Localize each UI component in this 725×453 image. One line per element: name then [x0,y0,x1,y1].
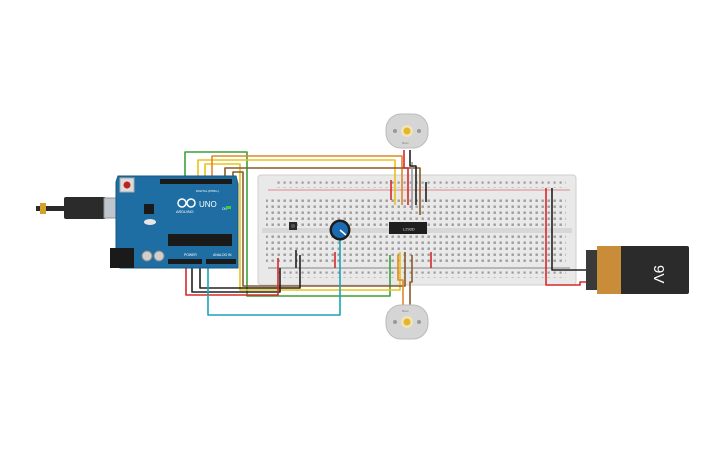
arduino-brand: ARDUINO [176,210,194,214]
wire-red-1 [185,258,279,296]
digital-header [160,179,232,184]
wire-orange-1 [211,155,403,205]
usb-cable [36,206,66,211]
wire-motor-top-red [403,150,409,205]
push-button[interactable] [289,222,297,230]
wire-brown-2 [232,171,406,287]
wire-black-2 [199,255,301,289]
analog-header [206,259,236,264]
wires [184,150,588,316]
analog-header-label: ANALOG IN [213,253,232,257]
power-header-label: POWER [184,253,197,257]
arduino-uno: ARDUINO UNO DIGITAL (PWM~) ON POWER ANAL… [36,175,239,269]
wire-green-1 [184,151,391,297]
wire-brown-1 [224,167,421,215]
wire-yellow-1 [197,159,396,205]
wire-battery-red [545,188,588,286]
digital-header-label: DIGITAL (PWM~) [196,189,219,193]
wire-yellow-2 [204,163,401,291]
wire-cyan-1 [207,240,341,316]
arduino-logo-icon [177,198,196,208]
wire-motor-bottom-orange [397,255,404,306]
motor-bottom-label: Motor [402,309,409,313]
battery-9v: 9V [586,246,689,294]
l293d-chip: L293D [389,222,427,234]
wire-motor-bottom-brown [409,255,413,306]
arduino-model: UNO [199,200,217,209]
atmega-chip [168,234,232,246]
l293d-label: L293D [403,227,415,232]
motor-top-label: Motor [402,141,409,145]
power-header [168,259,202,264]
wire-black-1 [191,262,281,293]
on-label: ON [222,207,227,211]
dc-motor-top: Motor [385,113,429,149]
dc-motor-bottom: Motor [385,304,429,340]
battery-label: 9V [650,265,667,283]
wire-motor-top-black [409,150,417,205]
potentiometer[interactable] [329,219,351,241]
